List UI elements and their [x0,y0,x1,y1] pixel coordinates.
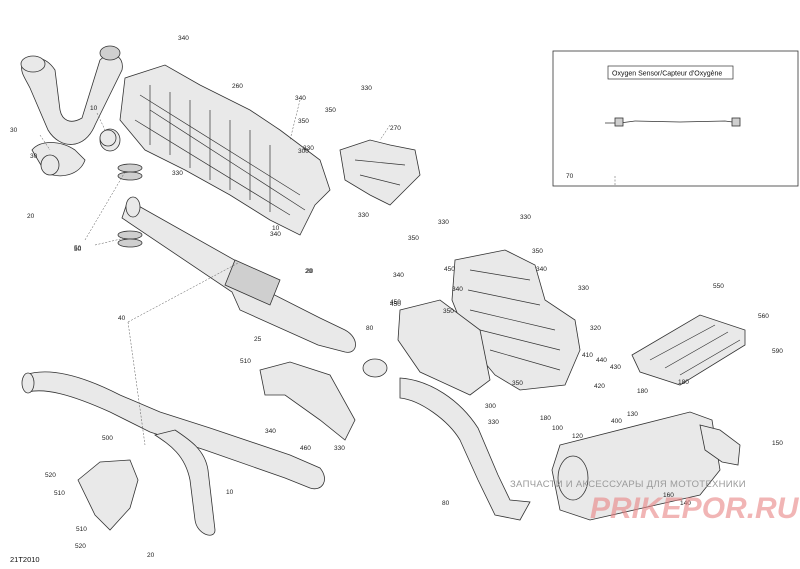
lower-brackets [77,361,356,531]
inset-title: Oxygen Sensor/Capteur d'Oxygène [612,71,722,78]
muffler [551,411,741,521]
callout: 340 [265,428,276,435]
callout: 460 [300,445,311,452]
callout: 340 [178,35,189,42]
callout: 410 [582,352,593,359]
callout: 150 [772,440,783,447]
callout: 510 [54,490,65,497]
callout: 25 [254,336,262,343]
center-pipe [121,196,356,353]
callout: 50 [74,245,82,252]
callout: 20 [306,268,314,275]
callout: 330 [488,419,499,426]
callout-labels: 340 30 10 260 340 350 330 350 270 330 30… [10,35,783,559]
diagram-code: 21T2010 [10,555,40,564]
callout: 330 [438,219,449,226]
callout: 500 [102,435,113,442]
callout: 130 [627,411,638,418]
callout: 40 [118,315,126,322]
callout: 450 [444,266,455,273]
callout: 300 [298,148,309,155]
callout: 510 [240,358,251,365]
callout: 20 [27,213,35,220]
callout: 10 [226,489,234,496]
callout: 300 [485,403,496,410]
callout: 330 [578,285,589,292]
callout: 520 [75,543,86,550]
callout: 330 [334,445,345,452]
callout: 270 [390,125,401,132]
leader-lines [39,99,616,446]
callout: 100 [552,425,563,432]
callout: 340 [270,231,281,238]
callout: 140 [680,500,691,507]
oxygen-sensor-inset [552,50,799,187]
muffler-heat-shield [397,249,581,396]
callout: 260 [232,83,243,90]
callout: 330 [303,145,314,152]
callout: 340 [536,266,547,273]
watermark-caption: ЗАПЧАСТИ И АКСЕССУАРЫ ДЛЯ МОТОТЕХНИКИ [510,479,746,490]
callout: 120 [572,433,583,440]
callout: 50 [74,246,82,253]
callout: 560 [758,313,769,320]
tail-pipe [21,371,325,536]
callout: 180 [540,415,551,422]
callout: 520 [45,472,56,479]
callout: 20 [305,268,313,275]
callout: 340 [452,286,463,293]
callout: 510 [76,526,87,533]
callout: 350 [532,248,543,255]
callout: 340 [393,272,404,279]
callout: 180 [637,388,648,395]
callout: 440 [596,357,607,364]
callout: 350 [408,235,419,242]
callout: 180 [678,379,689,386]
callout: 80 [442,500,450,507]
callout: 330 [172,170,183,177]
callout: 330 [520,214,531,221]
callout: 550 [713,283,724,290]
callout: 10 [272,225,280,232]
gaskets [99,129,143,248]
callout: 330 [358,212,369,219]
right-heat-shield [631,314,746,386]
callout: 340 [295,95,306,102]
mid-pipe [362,358,531,521]
callout: 10 [90,105,98,112]
callout: 30 [30,153,38,160]
callout: 20 [147,552,155,559]
inset-callout: 70 [566,173,574,180]
upper-heat-shield [119,64,331,236]
callout: 420 [594,383,605,390]
callout: 350 [443,308,454,315]
callout: 350 [512,380,523,387]
callout: 430 [610,364,621,371]
callout: 30 [10,127,18,134]
callout: 320 [590,325,601,332]
callout: 450 [390,299,401,306]
callout: 80 [366,325,374,332]
watermark-logo: PRIKEPOR.RU [590,492,800,525]
side-heat-shield [339,139,421,206]
callout: 160 [663,492,674,499]
callout: 330 [361,85,372,92]
callout: 450 [390,301,401,308]
callout: 400 [611,418,622,425]
callout: 590 [772,348,783,355]
callout: 350 [325,107,336,114]
callout: 350 [298,118,309,125]
